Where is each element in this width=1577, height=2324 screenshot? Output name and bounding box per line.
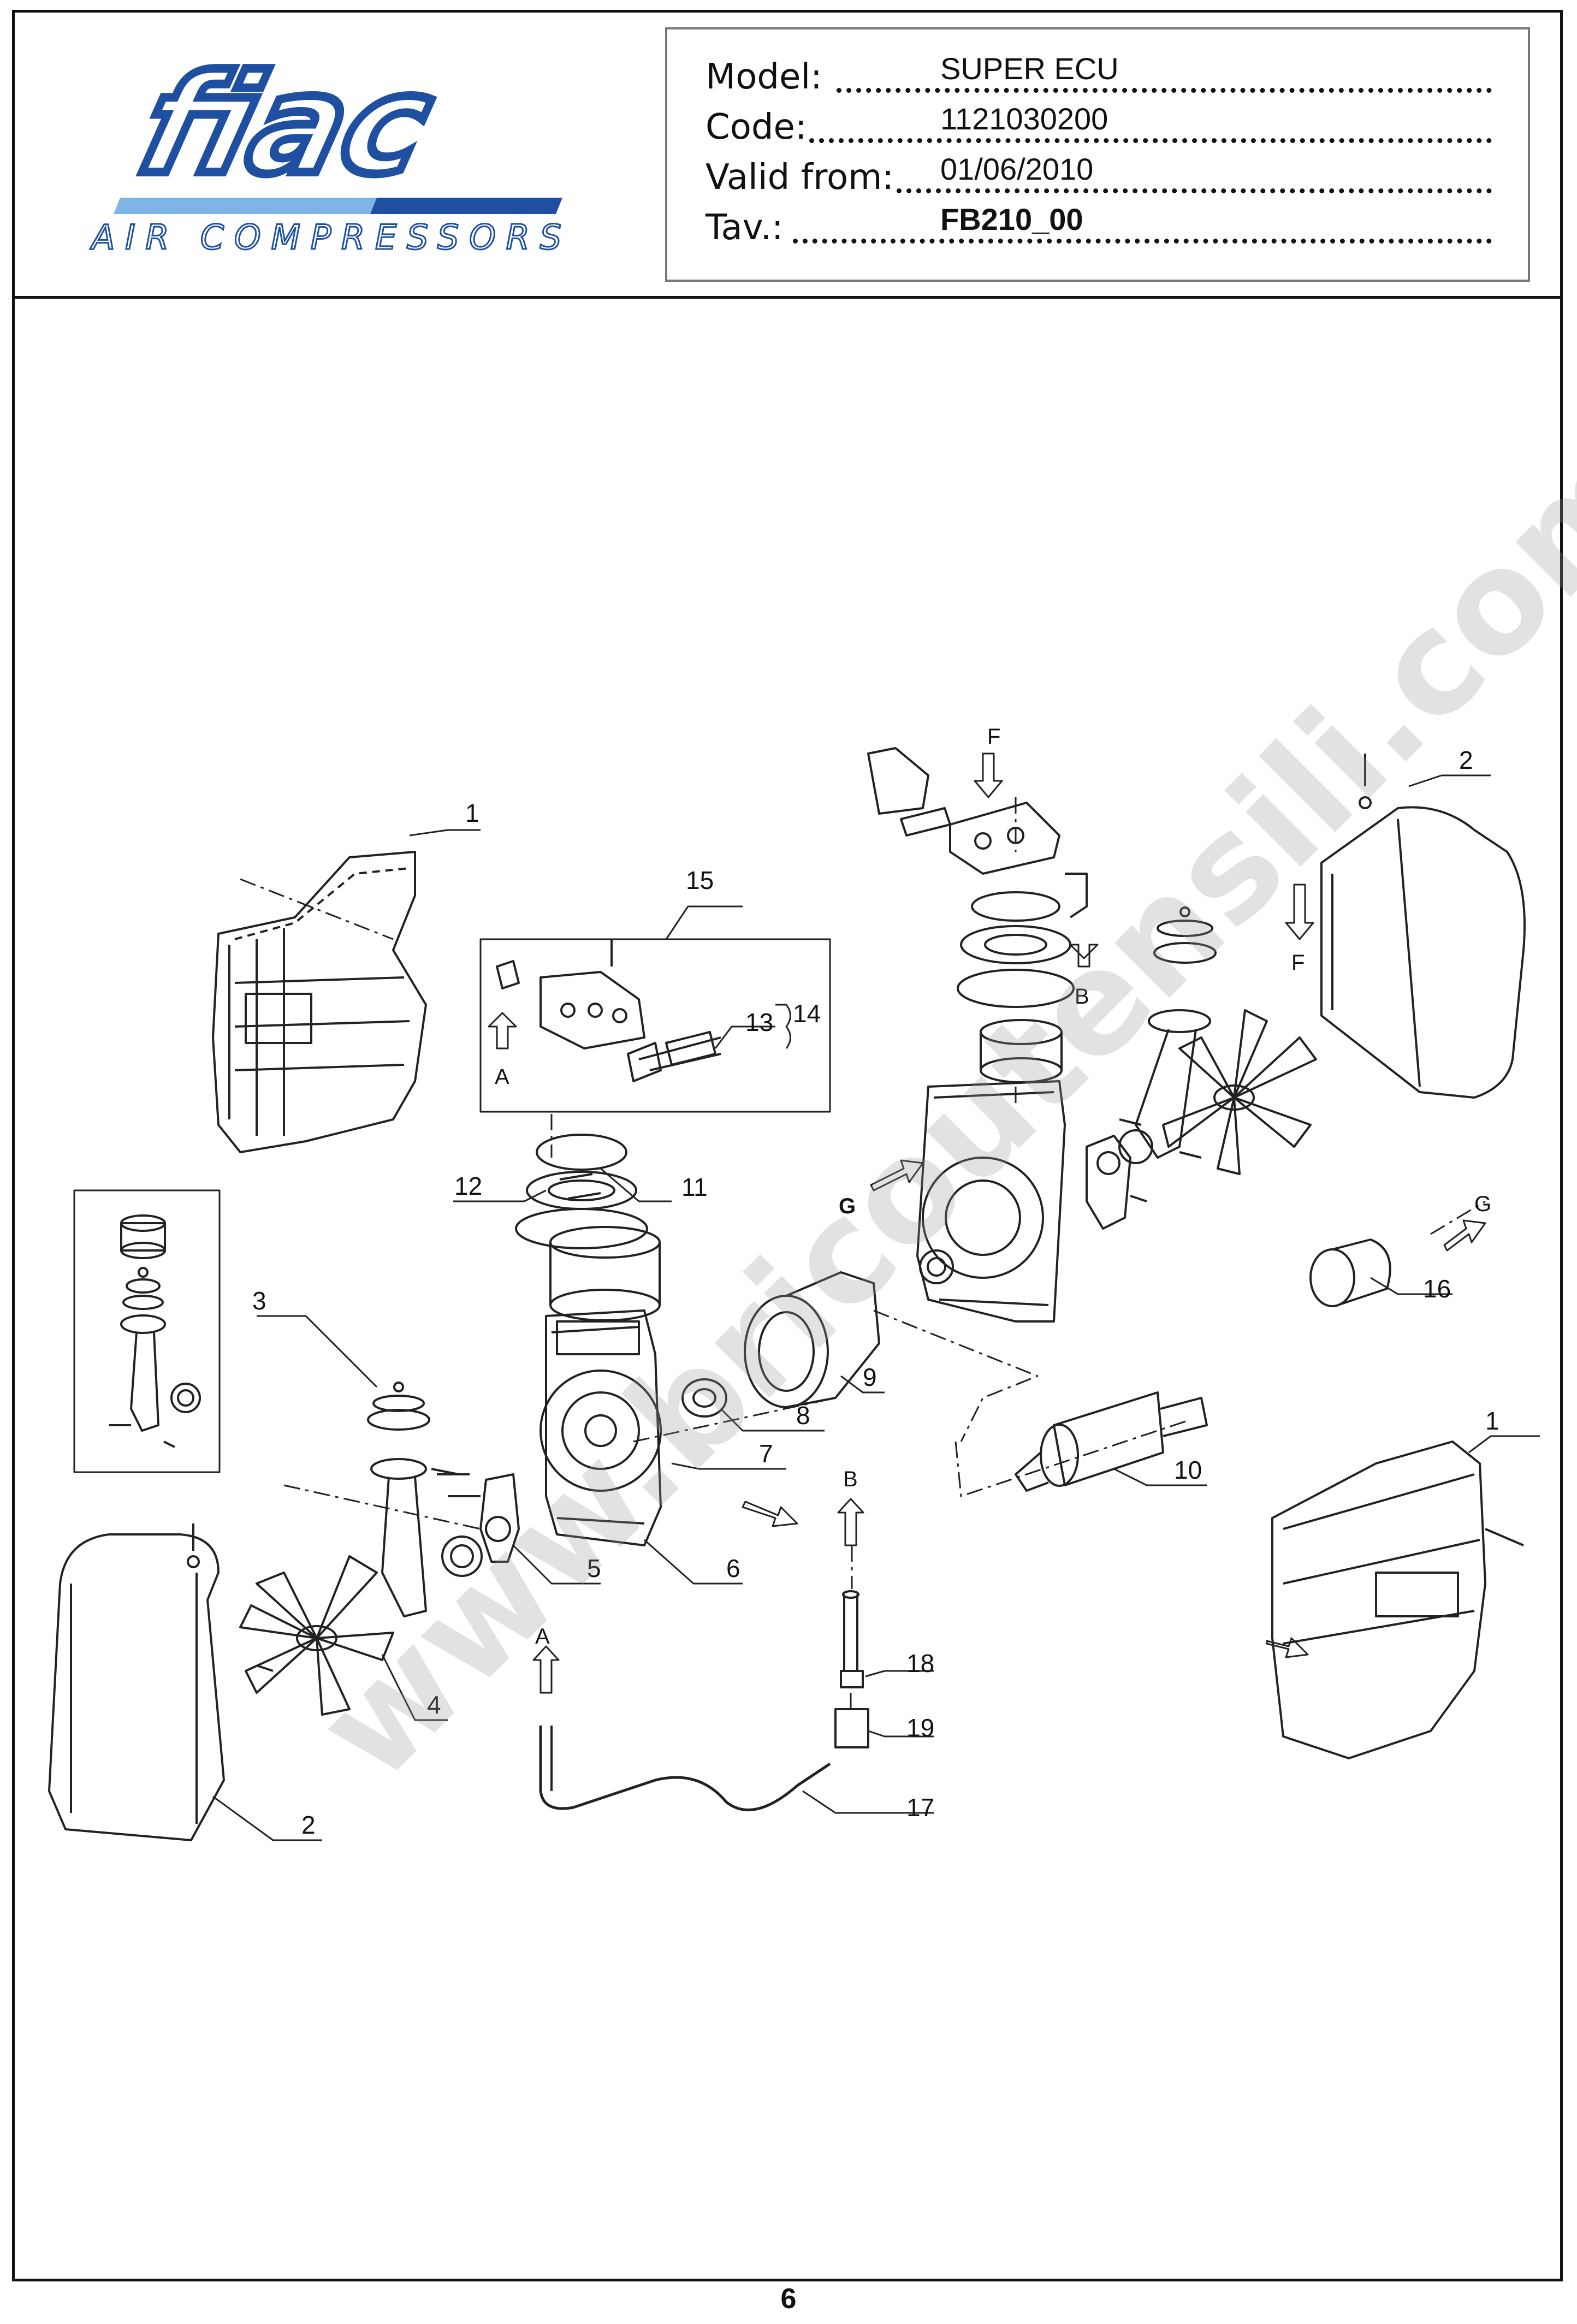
callout-2-right: 2 [1459,746,1473,774]
connecting-rod-inset-box [73,1189,221,1473]
model-label: Model: [706,57,822,97]
right-fan-part [1162,1009,1317,1175]
callout-9: 9 [863,1363,877,1391]
flow-label-a-kit: A [495,1065,509,1089]
capacitor-part [1309,1238,1391,1307]
page-number: 6 [780,2283,797,2315]
crankcase-part [540,1309,662,1546]
callout-13: 13 [745,1008,773,1036]
valve-plate-part [515,1134,648,1249]
fiac-logo: fiac AIR COMPRESSORS [89,55,562,258]
callout-7: 7 [759,1439,773,1468]
flow-label-b-head: B [1075,985,1089,1009]
model-value: SUPER ECU [940,51,1119,86]
right-shroud-part [1271,1440,1524,1759]
right-eccentric-part [1086,1135,1147,1230]
callout-12: 12 [454,1172,482,1200]
tav-label: Tav.: [706,208,784,248]
callout-18: 18 [906,1649,934,1677]
tav-dotted-line [793,239,1492,244]
tav-row: Tav.: FB210_00 [706,202,1492,251]
callout-17: 17 [906,1793,934,1822]
valid-from-value: 01/06/2010 [940,152,1094,186]
callout-3: 3 [252,1286,266,1315]
cylinder-head-kit-box [479,938,831,1113]
valid-from-label: Valid from: [706,157,894,198]
right-fan-cover-part [1320,754,1526,1099]
cylinder-part [549,1226,661,1321]
intake-filter-part [627,1031,721,1082]
flow-label-g-crankcase: G [839,1194,856,1218]
callout-15: 15 [686,866,714,894]
logo-stripe-light [114,198,377,214]
cylinder-head-part [496,939,645,1050]
logo-stripe-dark [370,198,562,214]
delivery-hose-part [539,1726,831,1811]
motor-stator-part [744,1271,880,1408]
valid-from-row: Valid from: 01/06/2010 [706,152,1492,201]
callout-5: 5 [587,1554,601,1582]
logo-tagline: AIR COMPRESSORS [90,217,561,257]
eccentric-part [431,1468,520,1563]
callout-leaders [212,774,1540,1841]
rotor-part [1015,1391,1208,1492]
fan-part [239,1555,394,1716]
inset-connecting-rod [109,1214,201,1448]
callout-1-right: 1 [1485,1407,1499,1435]
callout-2-left: 2 [301,1811,316,1839]
code-value: 1121030200 [940,102,1108,136]
flow-label-f-cover: F [1291,951,1305,975]
callout-8: 8 [796,1401,810,1430]
connecting-rod-part [367,1382,483,1617]
flow-arrows [488,752,1486,1694]
code-label: Code: [706,107,807,147]
title-block: Model: SUPER ECU Code: 1121030200 Valid … [665,27,1530,282]
code-row: Code: 1121030200 [706,102,1492,151]
callout-16: 16 [1423,1274,1451,1303]
model-row: Model: SUPER ECU [706,51,1492,100]
flow-label-f-head: F [987,725,1000,749]
right-gasket-part [957,891,1075,1083]
callout-19: 19 [906,1714,934,1742]
assembly-axis-lines [240,797,1486,1709]
model-dotted-line [837,88,1492,93]
pipe-fitting-part [834,1590,869,1748]
tav-value: FB210_00 [940,202,1083,236]
callout-14: 14 [793,999,821,1028]
callout-11: 11 [681,1173,708,1201]
flow-label-b-pipe: B [843,1467,858,1491]
callout-10: 10 [1174,1456,1202,1484]
header-divider [12,296,1563,299]
bearing-part [681,1378,727,1418]
code-dotted-line [809,138,1492,143]
valid-from-dotted-line [897,188,1492,193]
right-crankcase-part [916,1080,1066,1323]
page-frame [12,10,1563,2281]
callout-6: 6 [726,1554,740,1582]
flow-label-a-hose: A [535,1625,550,1649]
left-fan-cover-part [48,1523,225,1841]
logo-wordmark: fiac [122,55,451,209]
right-connecting-rod-part [1118,906,1217,1164]
logo-text: fiac [127,55,447,204]
callout-1-left: 1 [465,799,479,827]
flow-label-g-capacitor: G [1474,1192,1491,1216]
left-shroud-part [212,851,427,1153]
right-cylinder-head-part [867,747,1088,918]
callout-4: 4 [427,1691,441,1719]
